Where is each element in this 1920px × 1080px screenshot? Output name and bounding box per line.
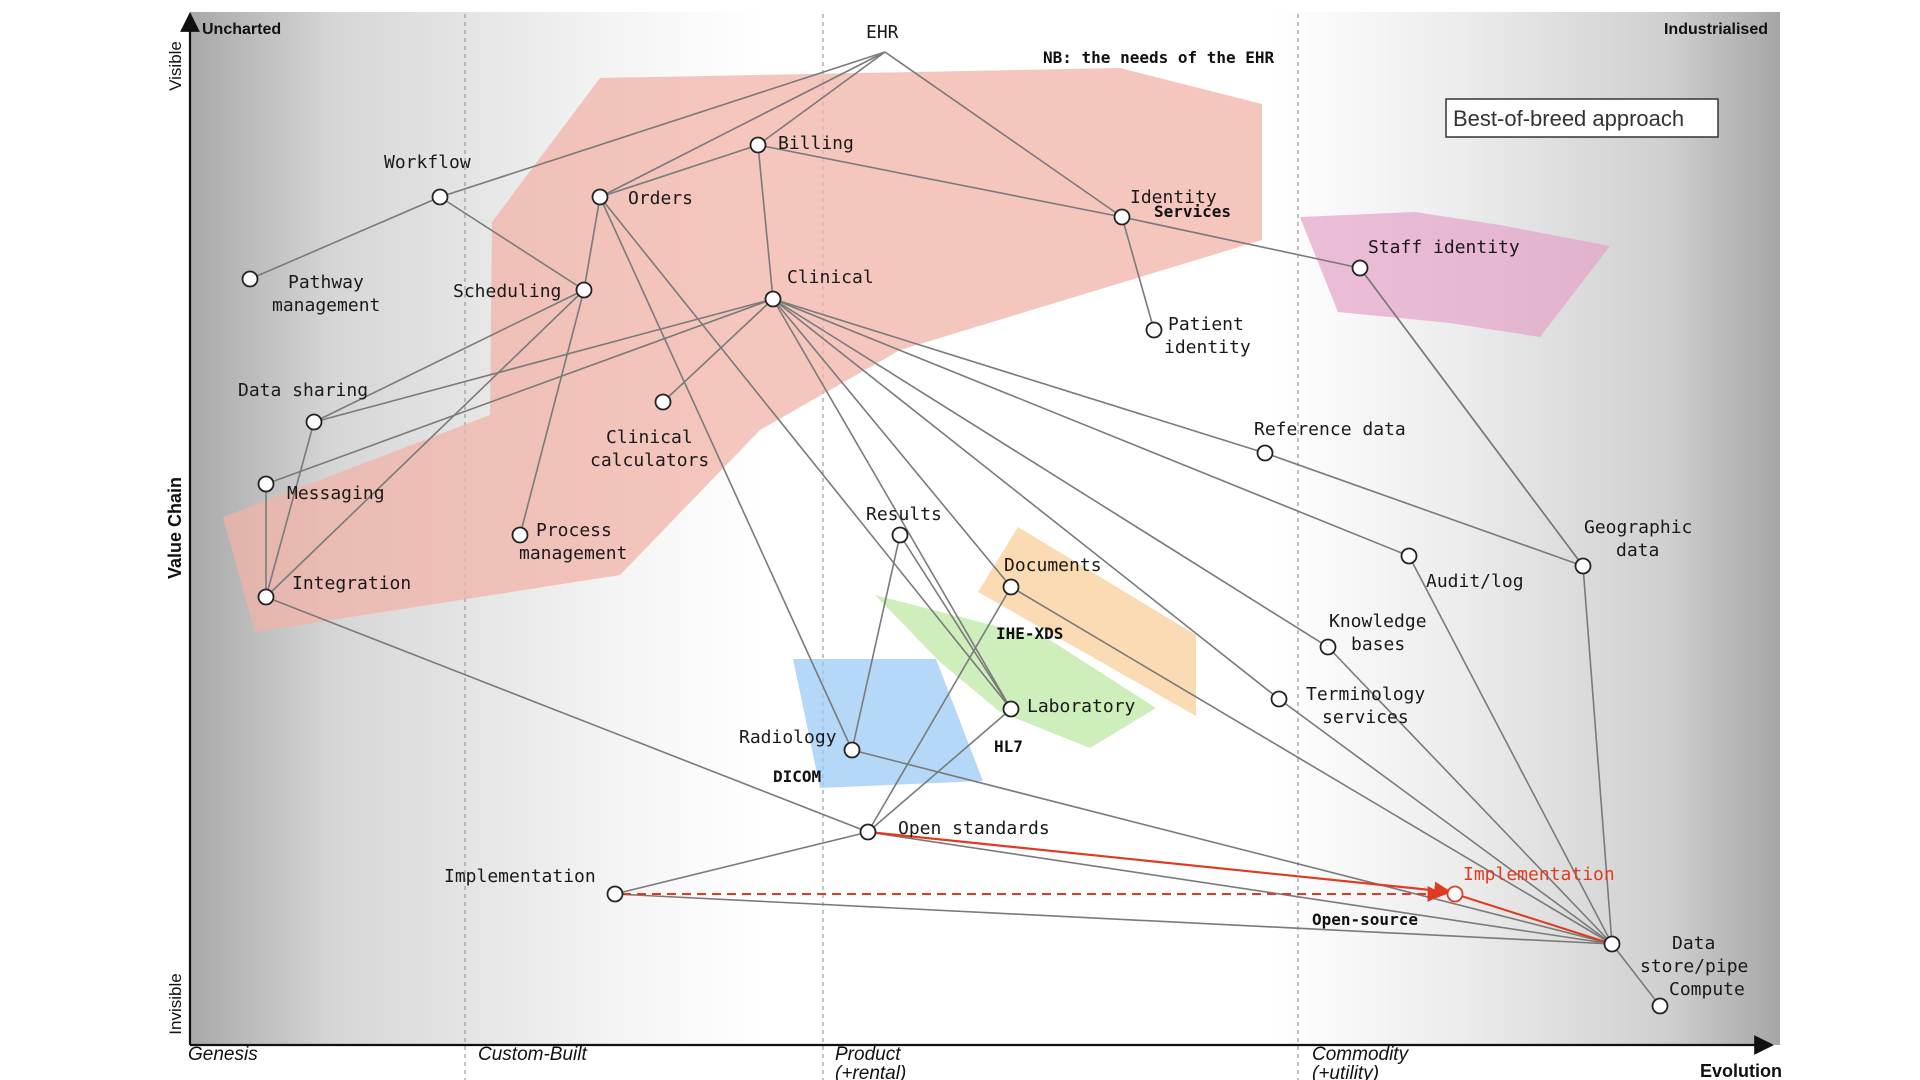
node-data-sharing[interactable] [305, 413, 323, 431]
node-reference-data[interactable] [1256, 444, 1274, 462]
annotation-open-source: Open-source [1312, 910, 1418, 929]
map-nodes [241, 136, 1669, 1015]
node-knowledge-bases[interactable] [1319, 638, 1337, 656]
laboratory-region [875, 595, 1156, 748]
label-data-store-1: Data [1672, 933, 1715, 954]
label-results: Results [866, 504, 942, 525]
label-clinical-calc-1: Clinical [606, 427, 693, 448]
stage-commodity-line1: Commodity [1312, 1044, 1410, 1065]
node-results[interactable] [891, 526, 909, 544]
label-documents: Documents [1004, 555, 1102, 576]
node-implementation-right[interactable] [1446, 885, 1464, 903]
node-integration[interactable] [257, 588, 275, 606]
node-implementation-left[interactable] [606, 885, 624, 903]
label-clinical-calc-2: calculators [590, 450, 709, 471]
label-integration: Integration [292, 573, 411, 594]
approach-legend: Best-of-breed approach [1445, 98, 1719, 138]
node-radiology[interactable] [843, 741, 861, 759]
annotation-identity-services: Services [1154, 202, 1231, 221]
node-billing[interactable] [749, 136, 767, 154]
label-orders: Orders [628, 188, 693, 209]
node-data-store[interactable] [1603, 935, 1621, 953]
dependency-links [249, 51, 1661, 1007]
legend-text: Best-of-breed approach [1453, 106, 1684, 131]
node-staff-identity[interactable] [1351, 259, 1369, 277]
label-knowledge-1: Knowledge [1329, 611, 1427, 632]
label-billing: Billing [778, 133, 854, 154]
node-orders[interactable] [591, 188, 609, 206]
legend-box [1445, 98, 1719, 138]
label-radiology: Radiology [739, 727, 837, 748]
node-identity[interactable] [1113, 208, 1131, 226]
label-implementation-left: Implementation [444, 866, 596, 887]
label-geographic-1: Geographic [1584, 517, 1692, 538]
label-process-mgmt-1: Process [536, 520, 612, 541]
stage-commodity-line2: (+utility) [1312, 1063, 1379, 1080]
x-axis-title: Evolution [1700, 1061, 1782, 1080]
implementation-to-datastore-link [1454, 893, 1613, 945]
label-implementation-right: Implementation [1463, 864, 1615, 885]
annotation-hl7: HL7 [994, 737, 1023, 756]
label-terminology-1: Terminology [1306, 684, 1425, 705]
label-audit-log: Audit/log [1426, 571, 1524, 592]
y-axis-title: Value Chain [165, 477, 185, 579]
node-terminology-services[interactable] [1270, 690, 1288, 708]
radiology-region [793, 659, 983, 788]
node-geographic-data[interactable] [1574, 557, 1592, 575]
label-open-standards: Open standards [898, 818, 1050, 839]
stage-genesis: Genesis [188, 1044, 258, 1065]
label-pathway-1: Pathway [288, 272, 364, 293]
node-laboratory[interactable] [1002, 700, 1020, 718]
label-scheduling: Scheduling [453, 281, 561, 302]
stage-product-line1: Product [835, 1044, 901, 1065]
label-workflow: Workflow [384, 152, 471, 173]
label-geographic-2: data [1616, 540, 1659, 561]
label-reference-data: Reference data [1254, 419, 1406, 440]
ehr-region [223, 68, 1262, 632]
label-knowledge-2: bases [1351, 634, 1405, 655]
label-patient-identity-2: identity [1164, 337, 1251, 358]
label-patient-identity-1: Patient [1168, 314, 1244, 335]
node-workflow[interactable] [431, 188, 449, 206]
annotation-ihe-xds: IHE-XDS [996, 624, 1063, 643]
annotation-dicom: DICOM [773, 767, 821, 786]
label-data-sharing: Data sharing [238, 380, 368, 401]
node-documents[interactable] [1002, 578, 1020, 596]
stage-custom-built: Custom-Built [478, 1044, 587, 1065]
node-process-management[interactable] [511, 526, 529, 544]
label-laboratory: Laboratory [1027, 696, 1136, 717]
label-ehr: EHR [866, 22, 899, 43]
node-clinical[interactable] [764, 290, 782, 308]
node-labels: EHR Workflow Billing Orders Identity Pat… [238, 22, 1748, 1000]
y-axis-visible: Visible [166, 41, 185, 91]
node-patient-identity[interactable] [1145, 321, 1163, 339]
label-identity: Identity [1130, 187, 1217, 208]
annotation-nb: NB: the needs of the EHR [1043, 48, 1275, 67]
documents-region [978, 527, 1196, 716]
y-axis-invisible: Invisible [166, 973, 185, 1034]
label-messaging: Messaging [287, 483, 385, 504]
label-staff-identity: Staff identity [1368, 237, 1520, 258]
annotations: NB: the needs of the EHR Services IHE-XD… [773, 48, 1418, 929]
staff-identity-region [1300, 212, 1610, 337]
node-compute[interactable] [1651, 997, 1669, 1015]
stage-product-line2: (+rental) [835, 1063, 906, 1080]
label-process-mgmt-2: management [519, 543, 627, 564]
node-pathway-management[interactable] [241, 270, 259, 288]
label-pathway-2: management [272, 295, 380, 316]
corner-industrialised: Industrialised [1664, 21, 1768, 38]
label-data-store-2: store/pipe [1640, 956, 1748, 977]
node-messaging[interactable] [257, 475, 275, 493]
label-compute: Compute [1669, 979, 1745, 1000]
node-scheduling[interactable] [575, 281, 593, 299]
corner-uncharted: Uncharted [202, 21, 281, 38]
label-terminology-2: services [1322, 707, 1409, 728]
node-clinical-calculators[interactable] [654, 393, 672, 411]
open-standards-movement-arrow [867, 830, 1452, 900]
label-clinical: Clinical [787, 267, 874, 288]
node-audit-log[interactable] [1400, 547, 1418, 565]
node-open-standards[interactable] [859, 823, 877, 841]
